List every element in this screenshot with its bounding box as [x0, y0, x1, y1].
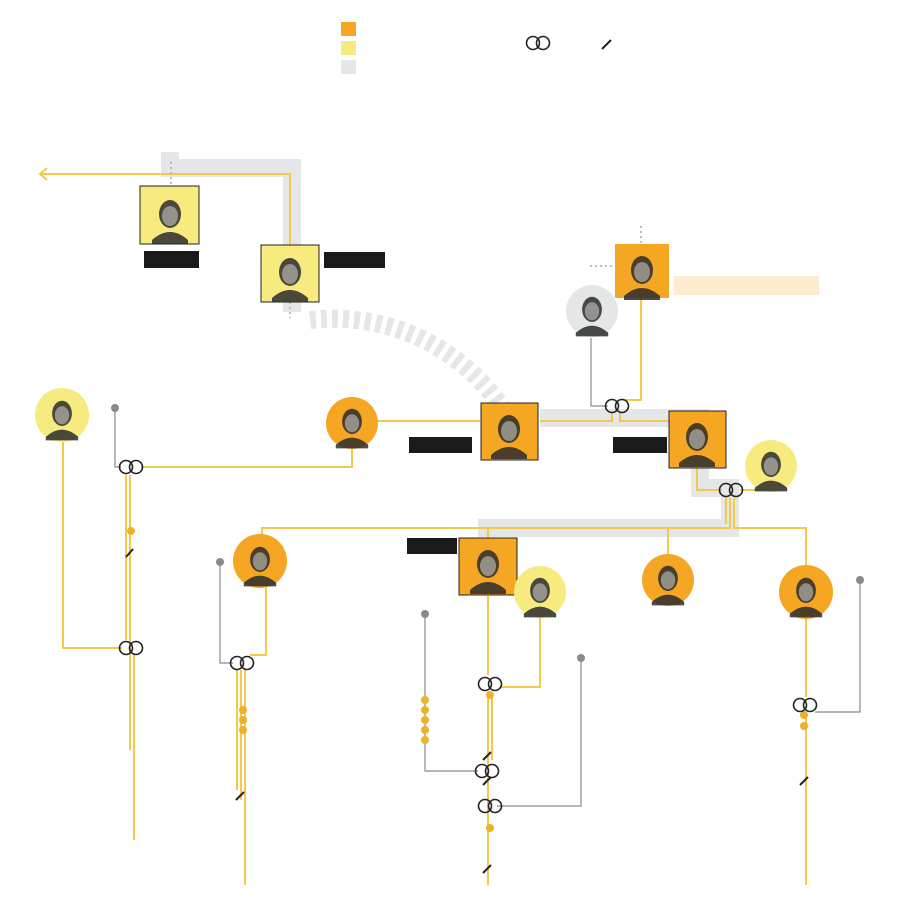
portrait-ubolratana — [233, 534, 287, 588]
child-dot — [421, 706, 429, 714]
child-dot — [239, 706, 247, 714]
marriage-rings-icon — [477, 676, 503, 692]
portrait-princess-mother — [566, 285, 618, 337]
spouse-endpoints — [111, 404, 864, 662]
marriage-legend-icon — [525, 35, 551, 51]
child-dot — [239, 716, 247, 724]
divorce-slash-icon — [235, 791, 245, 801]
royal-swatch — [341, 41, 356, 55]
label-bar-rama9 — [613, 437, 667, 453]
portrait-rama7 — [139, 185, 200, 245]
marriage-rings-icon — [229, 655, 255, 671]
portrait-queen-suthida — [514, 566, 566, 618]
label-bar-prince-mahidol — [324, 252, 385, 268]
divorce-legend-icon — [601, 39, 612, 50]
portrait-sirindhorn — [642, 554, 694, 606]
ancestry-arrow-icon — [38, 167, 48, 181]
child-dot — [800, 711, 808, 719]
endpoint-dot — [421, 610, 429, 618]
label-bar-rama10 — [407, 538, 457, 554]
portrait-chulabhorn — [779, 565, 833, 619]
child-dot — [421, 716, 429, 724]
endpoint-dot — [111, 404, 119, 412]
legend — [341, 22, 612, 74]
endpoint-dot — [216, 558, 224, 566]
divorce-slash-icon — [482, 864, 492, 874]
portrait-rama10 — [458, 537, 518, 596]
label-bar-rama7 — [144, 251, 199, 268]
endpoint-dot — [577, 654, 585, 662]
background-bands — [161, 152, 739, 537]
child-dot — [421, 726, 429, 734]
child-dot — [421, 736, 429, 744]
commoner-swatch — [341, 60, 356, 74]
portrait-rama8 — [480, 402, 539, 461]
label-bar-rama8 — [409, 437, 472, 453]
portrait-prince-mahidol — [260, 244, 320, 303]
monarch-swatch — [341, 22, 356, 36]
child-dot — [486, 824, 494, 832]
child-dot — [800, 722, 808, 730]
portrait-queen-sirikit — [745, 440, 797, 492]
divorce-slash-icon — [125, 548, 134, 558]
child-dot — [239, 726, 247, 734]
child-dot — [421, 696, 429, 704]
child-dot — [127, 527, 135, 535]
endpoint-dot — [856, 576, 864, 584]
lineage-lines — [40, 162, 807, 885]
portrait-prince-consort-1 — [35, 388, 89, 442]
highlight-bar — [674, 276, 819, 295]
marriage-rings-icon — [792, 697, 818, 713]
marriage-rings-icon — [118, 459, 144, 475]
portrait-rama9 — [668, 410, 727, 469]
divorce-marks — [125, 548, 809, 874]
divorce-slash-icon — [482, 751, 492, 761]
children-dots — [127, 527, 808, 832]
child-dot — [486, 691, 494, 699]
portrait-grandfather — [615, 244, 669, 300]
divorce-slash-icon — [482, 776, 492, 786]
portrait-galyani — [326, 397, 378, 449]
divorce-slash-icon — [799, 776, 809, 786]
